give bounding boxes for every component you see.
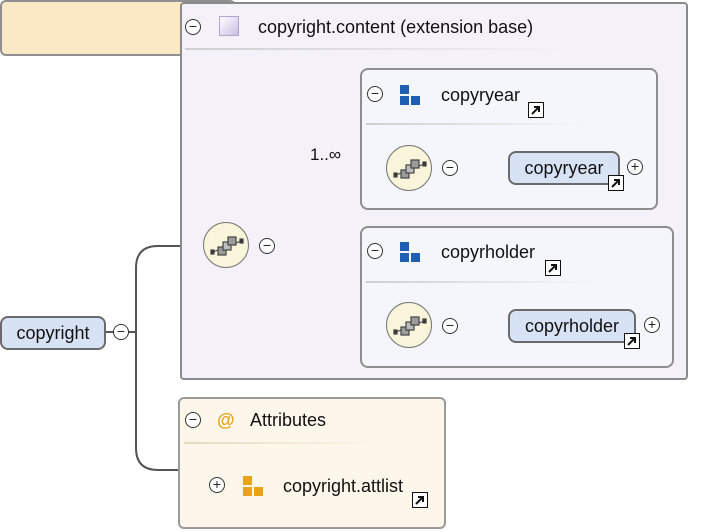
copyrholder-type-icon: [400, 242, 422, 264]
outer-sequence-collapse-icon[interactable]: −: [259, 238, 275, 254]
copyryear-element-label: copyryear: [524, 158, 604, 178]
root-element-label: copyright: [16, 323, 90, 343]
copyrholder-separator: [366, 281, 596, 283]
copyryear-expand-icon[interactable]: +: [627, 159, 643, 175]
attlist-expand-icon[interactable]: +: [209, 477, 225, 493]
root-element-copyright[interactable]: copyright: [0, 316, 106, 350]
copyrholder-sequence-collapse-icon[interactable]: −: [442, 318, 458, 334]
root-collapse-icon[interactable]: −: [113, 324, 129, 340]
attributes-collapse-icon[interactable]: −: [185, 412, 201, 428]
copyrholder-element[interactable]: copyrholder: [508, 309, 636, 343]
attlist-group-icon: [243, 476, 265, 498]
copyryear-collapse-icon[interactable]: −: [367, 86, 383, 102]
copyryear-type-icon: [400, 85, 422, 107]
copyryear-sequence-icon[interactable]: [386, 145, 432, 191]
at-icon: @: [217, 410, 235, 430]
copyryear-separator: [366, 123, 586, 125]
content-title: copyright.content (extension base): [258, 17, 534, 37]
copyryear-element-link-icon[interactable]: [608, 175, 624, 191]
copyrholder-element-label: copyrholder: [524, 316, 620, 336]
copyrholder-expand-icon[interactable]: +: [644, 317, 660, 333]
attributes-title: Attributes: [250, 410, 327, 430]
copyrholder-group-label: copyrholder: [441, 242, 536, 262]
content-title-separator: [185, 48, 565, 50]
outer-sequence-icon[interactable]: [203, 222, 249, 268]
copyryear-group-label: copyryear: [441, 85, 521, 105]
copyryear-element[interactable]: copyryear: [508, 151, 620, 185]
attlist-label: copyright.attlist: [283, 476, 404, 496]
copyrholder-group-link-icon[interactable]: [545, 260, 561, 276]
attributes-box: [178, 397, 446, 529]
cardinality-label: 1..∞: [310, 145, 342, 164]
copyryear-sequence-collapse-icon[interactable]: −: [442, 160, 458, 176]
complex-type-icon: [219, 16, 239, 36]
attlist-link-icon[interactable]: [412, 492, 428, 508]
copyryear-group-link-icon[interactable]: [528, 102, 544, 118]
copyrholder-sequence-icon[interactable]: [386, 302, 432, 348]
content-collapse-icon[interactable]: −: [185, 19, 201, 35]
copyrholder-collapse-icon[interactable]: −: [367, 243, 383, 259]
copyrholder-element-link-icon[interactable]: [624, 333, 640, 349]
attributes-separator: [184, 442, 384, 444]
